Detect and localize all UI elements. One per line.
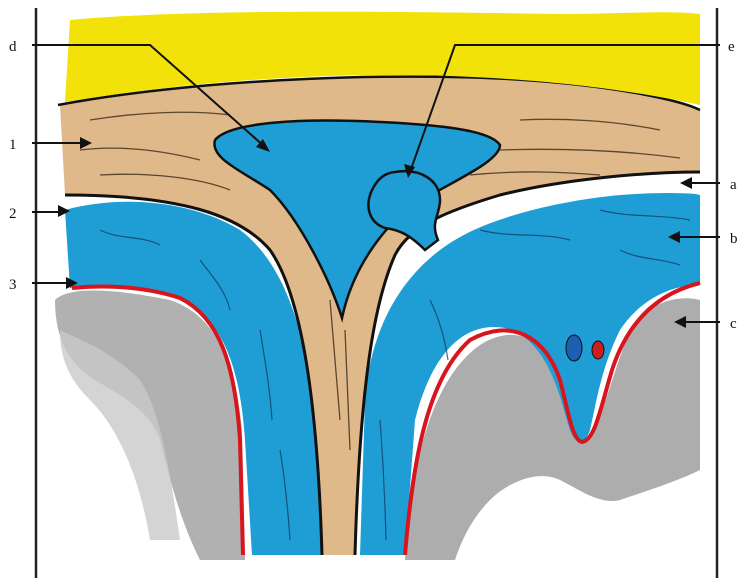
label-a: a xyxy=(730,177,737,193)
label-3: 3 xyxy=(9,277,17,293)
label-1: 1 xyxy=(9,137,17,153)
label-b: b xyxy=(730,231,738,247)
vessel-blue xyxy=(566,335,582,361)
vessel-red xyxy=(592,341,604,359)
label-c: c xyxy=(730,316,737,332)
label-2: 2 xyxy=(9,206,17,222)
label-e: e xyxy=(728,39,735,55)
label-d: d xyxy=(9,39,17,55)
